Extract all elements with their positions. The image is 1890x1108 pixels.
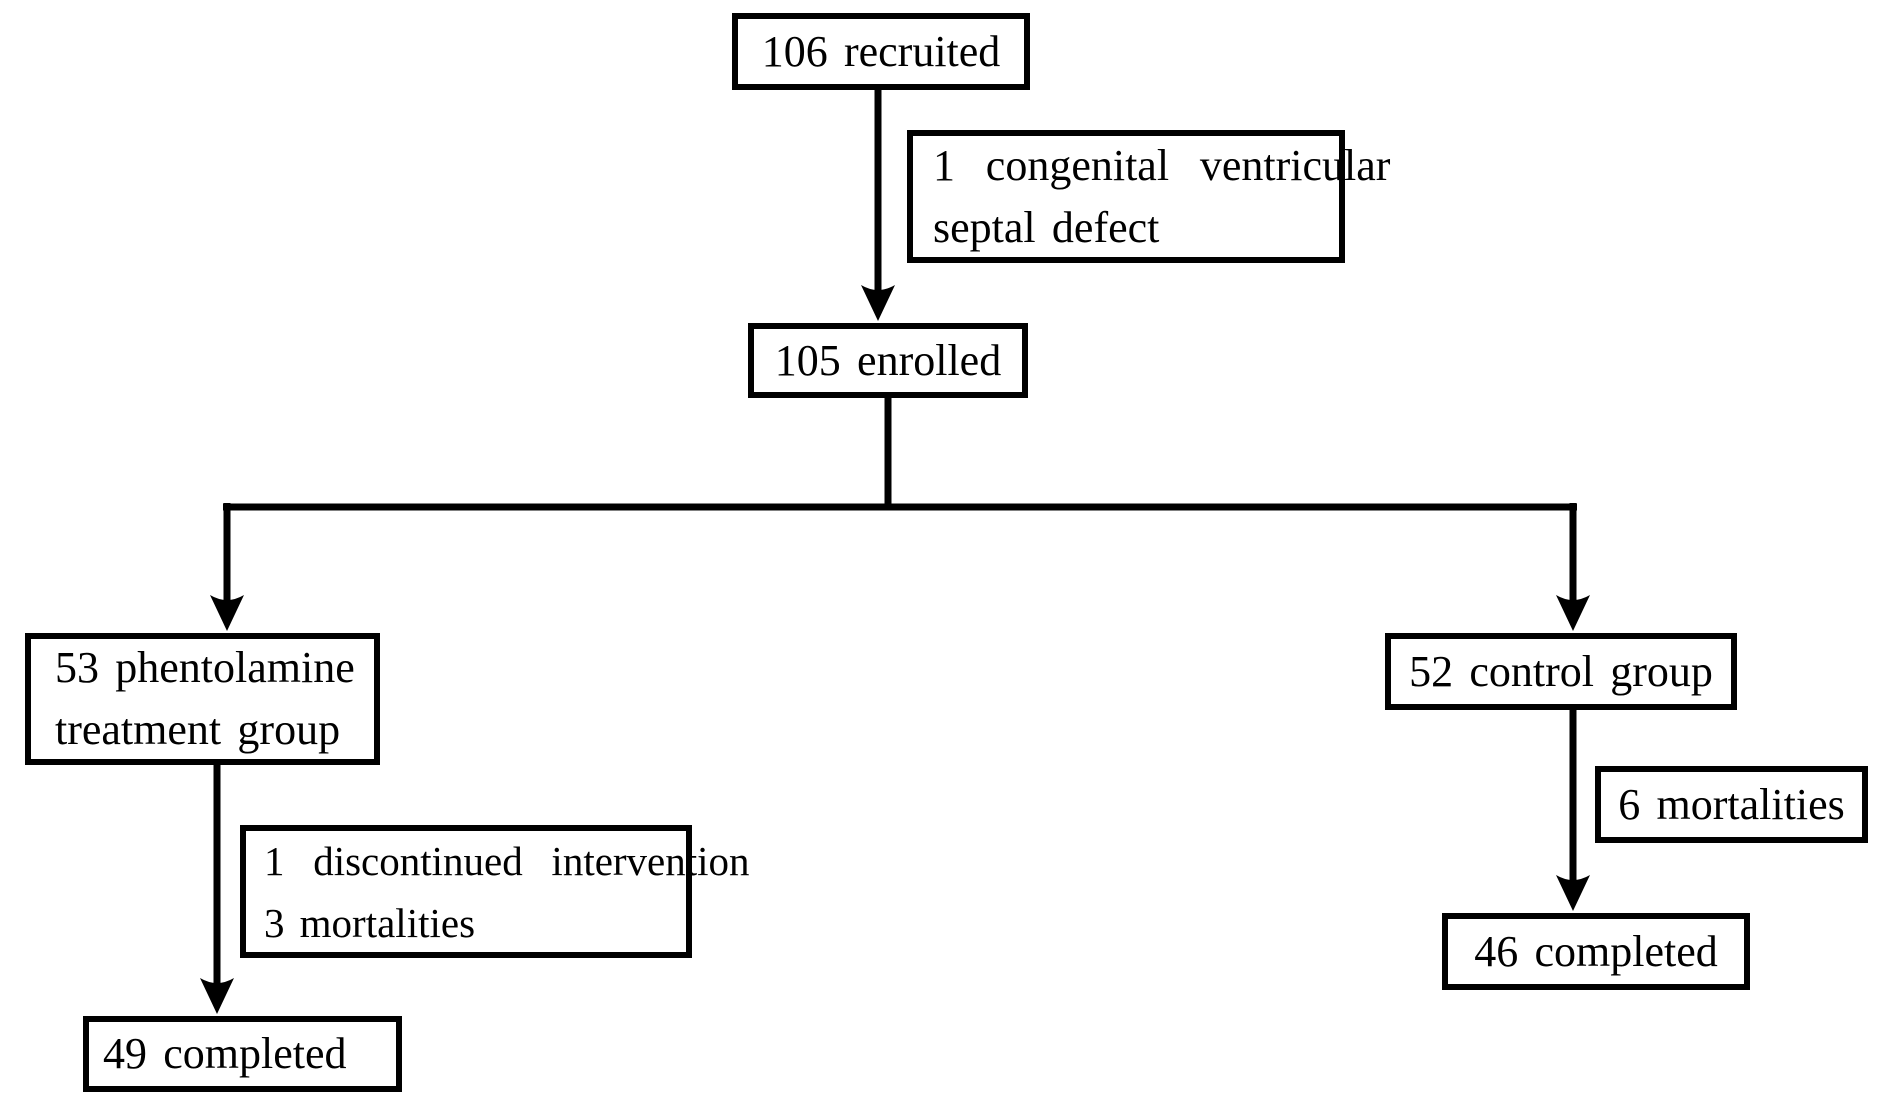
node-treatment-group-line1: 53 phentolamine bbox=[55, 643, 355, 692]
arrowhead-control bbox=[1556, 595, 1590, 631]
node-treatment-completed: 49 completed bbox=[83, 1016, 402, 1092]
arrowhead-treatment bbox=[210, 595, 244, 631]
node-exclusion-congenital: 1 congenital ventricular septal defect bbox=[907, 130, 1391, 263]
node-treatment-completed-label: 49 completed bbox=[103, 1029, 347, 1078]
node-control-group: 52 control group bbox=[1385, 633, 1737, 710]
node-exclusion-treatment: 1 discontinued intervention 3 mortalitie… bbox=[240, 825, 750, 958]
node-treatment-group-line2: treatment group bbox=[55, 705, 341, 754]
node-enrolled: 105 enrolled bbox=[748, 323, 1028, 398]
node-exclusion-congenital-line2: septal defect bbox=[933, 202, 1160, 252]
arrowhead-enrolled bbox=[861, 285, 895, 321]
node-exclusion-control-label: 6 mortalities bbox=[1618, 779, 1845, 829]
node-treatment-group: 53 phentolamine treatment group bbox=[25, 633, 380, 765]
node-control-group-label: 52 control group bbox=[1409, 646, 1713, 696]
node-recruited: 106 recruited bbox=[732, 13, 1030, 90]
arrowhead-completed46 bbox=[1556, 875, 1590, 911]
node-control-completed-label: 46 completed bbox=[1474, 926, 1718, 976]
node-recruited-label: 106 recruited bbox=[761, 26, 1001, 76]
node-enrolled-label: 105 enrolled bbox=[774, 335, 1002, 385]
node-exclusion-control: 6 mortalities bbox=[1595, 766, 1868, 843]
arrowhead-completed49 bbox=[200, 978, 234, 1014]
node-exclusion-treatment-line1: 1 discontinued intervention bbox=[264, 837, 750, 884]
node-control-completed: 46 completed bbox=[1442, 913, 1750, 990]
node-exclusion-treatment-line2: 3 mortalities bbox=[264, 899, 476, 946]
node-exclusion-congenital-line1: 1 congenital ventricular bbox=[933, 140, 1391, 190]
